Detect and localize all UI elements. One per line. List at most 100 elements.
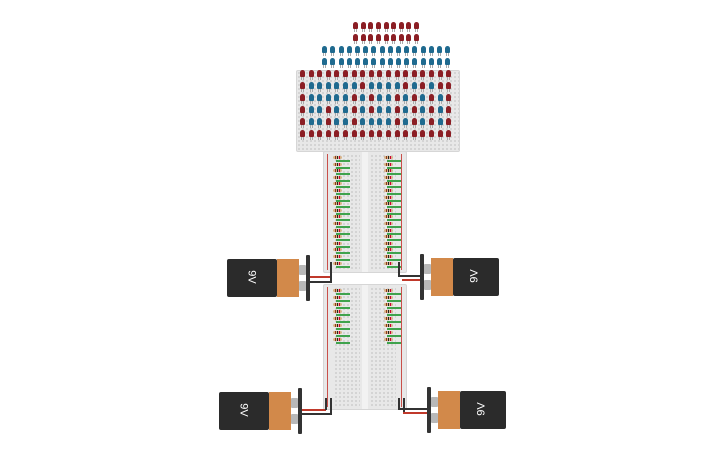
jumper-wire[interactable] [387,212,401,215]
led-red[interactable] [351,94,357,104]
resistor[interactable] [333,331,342,334]
led-blue[interactable] [403,94,409,104]
jumper-wire[interactable] [387,342,401,344]
led-red[interactable] [351,106,357,116]
resistor[interactable] [333,202,342,206]
resistor[interactable] [333,296,342,299]
resistor[interactable] [333,189,342,192]
led-blue[interactable] [396,46,401,56]
led-blue[interactable] [371,58,377,68]
led-red[interactable] [317,130,323,140]
led-red[interactable] [351,118,357,128]
led-red[interactable] [398,22,404,32]
jumper-wire[interactable] [387,232,401,235]
led-red[interactable] [343,70,348,80]
jumper-wire[interactable] [336,173,350,176]
resistor[interactable] [333,235,342,239]
led-blue[interactable] [386,118,391,128]
jumper-wire[interactable] [336,335,350,337]
led-blue[interactable] [363,58,369,68]
led-blue[interactable] [351,82,357,92]
led-red[interactable] [391,34,397,44]
led-blue[interactable] [377,106,383,116]
resistor[interactable] [333,261,342,265]
led-blue[interactable] [437,106,443,116]
led-red[interactable] [368,106,374,116]
jumper-wire[interactable] [387,314,401,316]
jumper-wire[interactable] [387,199,401,202]
led-red[interactable] [325,70,331,80]
led-red[interactable] [360,130,366,140]
jumper-wire[interactable] [387,245,401,248]
led-red[interactable] [377,130,383,140]
resistor[interactable] [333,324,342,327]
led-blue[interactable] [428,58,434,68]
led-red[interactable] [360,70,366,80]
led-blue[interactable] [343,118,348,128]
led-blue[interactable] [330,58,336,68]
led-blue[interactable] [330,46,336,56]
jumper-wire[interactable] [387,300,401,302]
led-blue[interactable] [387,58,393,68]
led-red[interactable] [446,130,452,140]
led-red[interactable] [437,70,443,80]
led-red[interactable] [368,94,374,104]
resistor[interactable] [384,261,393,265]
led-blue[interactable] [334,106,340,116]
jumper-wire[interactable] [387,265,401,268]
led-red[interactable] [300,94,305,104]
led-blue[interactable] [343,106,348,116]
resistor[interactable] [384,248,393,252]
led-red[interactable] [325,130,331,140]
led-red[interactable] [368,22,374,32]
resistor[interactable] [333,156,342,159]
led-red[interactable] [411,94,417,104]
resistor[interactable] [384,162,393,166]
led-blue[interactable] [334,94,340,104]
resistor[interactable] [333,255,342,258]
jumper-wire[interactable] [387,193,401,195]
led-red[interactable] [414,22,419,32]
led-red[interactable] [368,130,374,140]
jumper-wire[interactable] [336,239,350,242]
led-red[interactable] [411,106,417,116]
resistor[interactable] [384,324,393,327]
resistor[interactable] [333,241,342,245]
led-blue[interactable] [360,106,366,116]
led-blue[interactable] [386,106,391,116]
resistor[interactable] [384,235,393,239]
resistor[interactable] [384,338,393,341]
led-blue[interactable] [394,82,400,92]
jumper-wire[interactable] [336,212,350,215]
led-red[interactable] [406,34,412,44]
led-blue[interactable] [412,58,418,68]
led-red[interactable] [403,82,409,92]
jumper-wire[interactable] [336,265,350,268]
jumper-wire[interactable] [387,219,401,222]
led-red[interactable] [360,34,366,44]
jumper-wire[interactable] [387,206,401,209]
led-red[interactable] [437,130,443,140]
jumper-wire[interactable] [387,166,401,169]
led-red[interactable] [368,34,374,44]
resistor[interactable] [384,156,393,159]
led-blue[interactable] [368,82,374,92]
jumper-wire[interactable] [336,219,350,222]
jumper-wire[interactable] [336,293,350,295]
led-red[interactable] [300,82,305,92]
jumper-wire[interactable] [336,314,350,316]
resistor[interactable] [333,289,342,292]
resistor[interactable] [333,175,342,179]
led-blue[interactable] [317,94,323,104]
led-blue[interactable] [411,82,417,92]
jumper-wire[interactable] [336,193,350,195]
led-red[interactable] [376,22,381,32]
led-red[interactable] [437,82,443,92]
led-red[interactable] [383,34,389,44]
led-blue[interactable] [412,46,418,56]
led-blue[interactable] [317,118,323,128]
led-red[interactable] [386,130,391,140]
led-blue[interactable] [308,106,314,116]
led-blue[interactable] [338,46,344,56]
led-blue[interactable] [317,82,323,92]
